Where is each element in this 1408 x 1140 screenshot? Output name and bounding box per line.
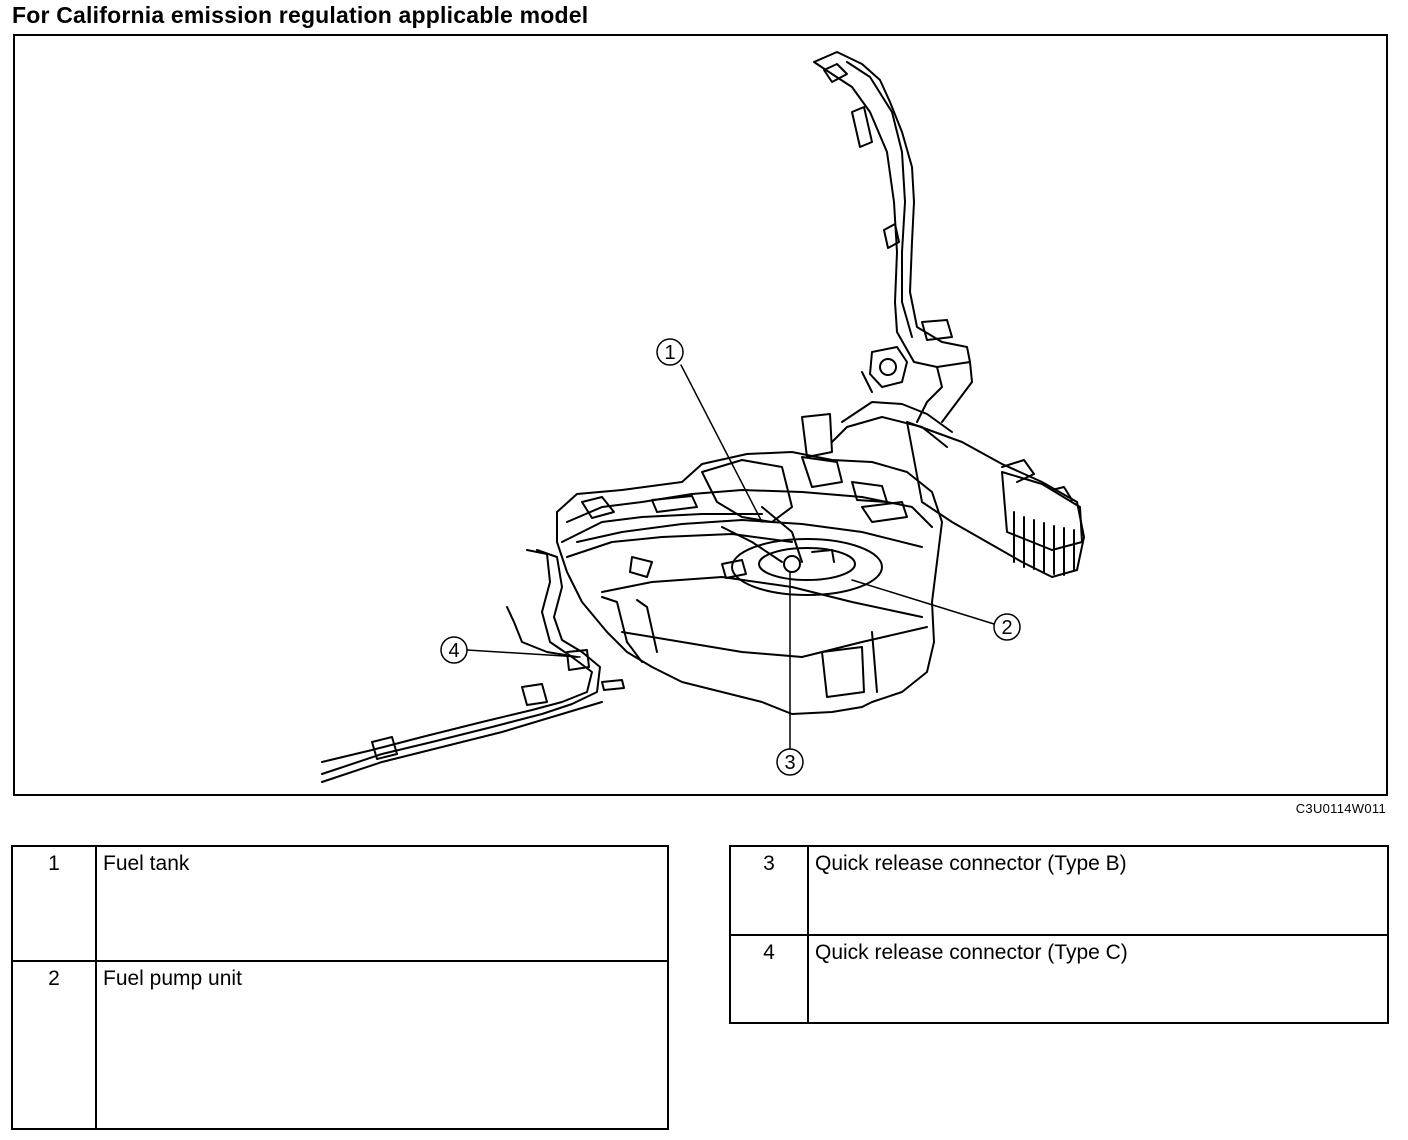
- filler-pipe: [813, 51, 973, 423]
- callout-1: 1: [656, 338, 763, 523]
- page-title: For California emission regulation appli…: [12, 2, 589, 28]
- part-label: Quick release connector (Type B): [807, 845, 1389, 936]
- part-label: Fuel tank: [95, 845, 669, 962]
- callout-2: 2: [851, 579, 1021, 641]
- figure-code: C3U0114W011: [1295, 801, 1386, 816]
- table-row: 2 Fuel pump unit: [11, 960, 669, 1130]
- callout-3: 3: [776, 571, 804, 776]
- callout-3-number: 3: [784, 752, 795, 774]
- part-number: 3: [729, 845, 809, 936]
- fuel-lines: [321, 506, 803, 783]
- part-label: Quick release connector (Type C): [807, 934, 1389, 1024]
- callout-4-number: 4: [448, 640, 459, 662]
- part-label: Fuel pump unit: [95, 960, 669, 1130]
- table-row: 4 Quick release connector (Type C): [729, 934, 1389, 1024]
- fuel-tank: [556, 413, 943, 715]
- part-number: 1: [11, 845, 97, 962]
- table-row: 1 Fuel tank: [11, 845, 669, 962]
- fuel-system-illustration: 1 2 3 4: [321, 51, 1085, 783]
- callout-4: 4: [440, 636, 581, 664]
- table-row: 3 Quick release connector (Type B): [729, 845, 1389, 936]
- diagram-frame: 1 2 3 4: [13, 34, 1388, 796]
- callout-1-number: 1: [664, 342, 675, 364]
- part-number: 4: [729, 934, 809, 1024]
- callout-2-number: 2: [1001, 617, 1012, 639]
- parts-table-left: 1 Fuel tank 2 Fuel pump unit: [11, 845, 669, 1130]
- parts-table-right: 3 Quick release connector (Type B) 4 Qui…: [729, 845, 1389, 1024]
- canister: [831, 401, 1085, 578]
- part-number: 2: [11, 960, 97, 1130]
